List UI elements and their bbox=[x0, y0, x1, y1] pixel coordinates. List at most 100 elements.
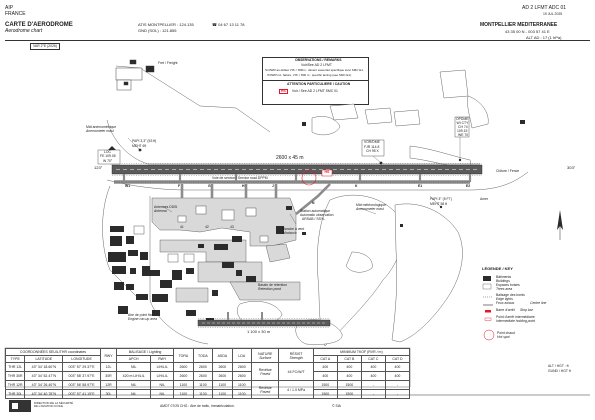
legend-item-2-en: Trees area bbox=[496, 287, 513, 291]
table-header-cat-b: CAT B bbox=[336, 355, 362, 363]
caution-text: Voir / See AD 2 LFMT SMC 01 bbox=[292, 88, 338, 93]
stand-42: 42 bbox=[205, 225, 209, 229]
label-meteo-mast-en: Anemometer mast bbox=[356, 207, 384, 211]
label-vor-channel: CH 95 X bbox=[366, 149, 379, 153]
remarks-box: OBSERVATIONS / REMARKS Voir/See AD 2 LFM… bbox=[262, 57, 369, 105]
legend-item-3-fr: Balisage des bords bbox=[496, 293, 525, 297]
label-loc-freq: FE 109.05 bbox=[100, 154, 116, 158]
table-header-toda: TODA bbox=[192, 348, 214, 363]
amendment-note: AMDT 07/25 CHG : Aire de trafic, immatri… bbox=[160, 404, 235, 408]
chart-title: CARTE D'AERODROME bbox=[5, 22, 73, 28]
label-freight: Fret / Freight bbox=[158, 61, 178, 65]
label-service-road: Voie de service / Service road DPPM bbox=[212, 175, 268, 180]
chart-reference: AD 2 LFMT ADC 01 bbox=[522, 5, 567, 11]
opdme-box bbox=[454, 116, 470, 138]
table-header-lighting: BALISAGE / Lighting bbox=[115, 348, 175, 356]
country-label: FRANCE bbox=[5, 11, 26, 17]
legend-item-7-fr: Point chaud bbox=[497, 331, 515, 335]
height-unit: GUND / HGT ft bbox=[548, 369, 571, 373]
label-windsock: Manche à vent bbox=[282, 227, 305, 231]
taxiway-label-f: F bbox=[178, 184, 181, 188]
aerodrome-elevation: ALT AD : 17 (1 hPa) bbox=[526, 35, 562, 40]
label-opdme-2: WI CTY bbox=[456, 121, 469, 125]
legend-item-5-fr: Barre d'arrêt bbox=[496, 308, 515, 312]
apron-connectors bbox=[180, 183, 331, 216]
taxiway-label-h: H bbox=[242, 184, 245, 188]
table-header-coords: COORDONNÉES SEUIL/THR coordinates bbox=[5, 348, 101, 356]
label-runup-area-en: Engine run-up area bbox=[128, 317, 158, 321]
freight-area bbox=[115, 59, 155, 91]
hotspot-marker bbox=[301, 170, 317, 186]
table-header-apch: APCH bbox=[115, 355, 152, 363]
hs-badge-box bbox=[321, 169, 333, 177]
taxiway-label-w1: W1 bbox=[125, 184, 131, 188]
legend-title: LÉGENDE / KEY bbox=[482, 266, 513, 271]
remarks-line-2: Si RWR au défaut VIS < 800m : dévent ess… bbox=[265, 68, 364, 72]
magnetic-variation: VAR 2°E (2026) bbox=[30, 43, 60, 51]
table-header-tora: TORA bbox=[173, 348, 194, 363]
main-runway bbox=[111, 163, 483, 176]
table-header-lat: LATITUDE bbox=[24, 355, 64, 363]
legend-item-5-en: Stop bar bbox=[520, 308, 533, 312]
stand-41: 41 bbox=[180, 225, 184, 229]
label-anemometer-mast-en: Anemometer mast bbox=[86, 129, 114, 133]
buildings bbox=[108, 120, 525, 324]
secondary-connectors bbox=[227, 312, 263, 320]
taxiway-label-g: G bbox=[208, 184, 211, 188]
threshold-west-heading: 123° bbox=[94, 165, 103, 170]
legend-item-1-fr: Bâtiments bbox=[496, 275, 512, 279]
chart-subtitle: Aerodrome chart bbox=[5, 28, 43, 34]
label-automatic-station: Station automatique bbox=[300, 209, 331, 213]
header-divider bbox=[5, 40, 590, 41]
legend-item-2-fr: Espaces boisés bbox=[496, 283, 520, 287]
label-vor-freq: FJR 114.8 bbox=[364, 144, 380, 149]
table-header-cat-c: CAT C bbox=[360, 355, 386, 363]
legend-item-4-fr: Feux axiaux bbox=[496, 301, 515, 305]
taxiway-label-j: J bbox=[272, 184, 274, 188]
dgac-name: DIRECTION DE LA SÉCURITÉ DE L'AVIATION C… bbox=[34, 401, 74, 409]
secondary-runway bbox=[197, 318, 331, 328]
label-windsock-en: Windsock bbox=[282, 231, 297, 235]
ground-frequency: GND (SOL) : 121.855 bbox=[138, 28, 177, 33]
taxiway-label-n: N bbox=[312, 201, 315, 205]
legend-item-1-en: Buildings bbox=[496, 279, 510, 283]
label-antennas: Antennes DDSI bbox=[154, 205, 178, 209]
chart-date: 19 JUL 2025 bbox=[543, 12, 563, 16]
label-opdme-4: 109.15 bbox=[457, 129, 468, 133]
label-opdme-3: CH 74 bbox=[458, 125, 468, 129]
taxiway-label-e1: E1 bbox=[418, 184, 423, 188]
table-header-lda: LDA bbox=[231, 348, 253, 363]
remarks-line-3: If RWR inc. failure, VIS < 800 m : speci… bbox=[267, 73, 352, 77]
legend-item-7-en: Hot spot bbox=[497, 335, 510, 339]
stand-43: 43 bbox=[230, 225, 234, 229]
dgac-logo-mark bbox=[12, 403, 18, 409]
light-buildings bbox=[133, 205, 269, 263]
tree-areas bbox=[237, 69, 489, 347]
runway-data-table: COORDONNÉES SEUIL/THR coordinates RWY BA… bbox=[4, 348, 411, 399]
table-header-cat-a: CAT A bbox=[312, 355, 338, 363]
label-loc: LOC bbox=[104, 150, 111, 154]
caution-code: HS bbox=[279, 89, 288, 95]
aerodrome-coords: 43 35 00 N - 003 57 41 E bbox=[505, 29, 550, 34]
table-header-asda: ASDA bbox=[212, 348, 233, 363]
table-header-minima: MINIMUM TKOF (RVR / m) bbox=[312, 348, 411, 356]
aerodrome-name: MONTPELLIER MEDITERRANEE bbox=[480, 22, 558, 28]
table-header-cat-d: CAT D bbox=[384, 355, 411, 363]
label-meht-east: MEHT 58 ft bbox=[430, 201, 448, 206]
altitude-unit: ALT / HGT : ft bbox=[548, 364, 569, 368]
taxiway-label-e2: E2 bbox=[466, 184, 471, 188]
legend-item-6-en: Intermediate holding point bbox=[496, 319, 536, 323]
label-meht-west: MEHT 69 bbox=[132, 144, 147, 148]
label-retention-pond-en: Retention pond bbox=[258, 287, 281, 291]
label-meteo-mast: Mât météorologique bbox=[356, 203, 386, 207]
label-runup-area: Aire de point fixe bbox=[128, 313, 154, 317]
remarks-line-1: Voir/See AD 2 LFMT bbox=[301, 63, 332, 67]
caution-title: ATTENTION PARTICULIERE / CAUTION bbox=[287, 82, 351, 86]
remarks-title: OBSERVATIONS / REMARKS bbox=[295, 58, 342, 62]
aip-label: AIP bbox=[5, 5, 14, 11]
